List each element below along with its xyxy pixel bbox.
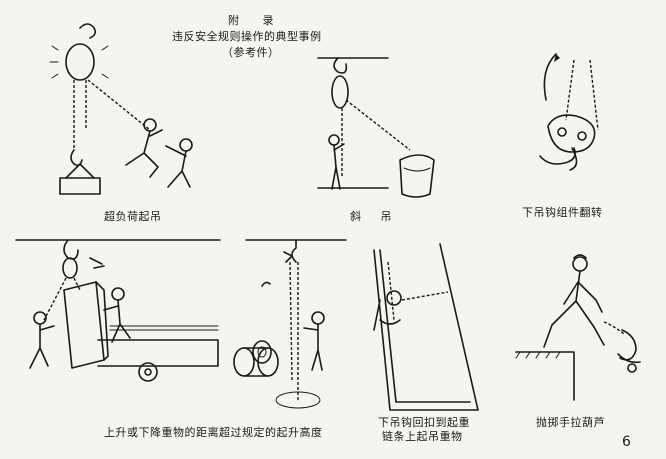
figure-over-height-chain-illustration: [233, 239, 347, 409]
caption-hook-back-line2: 链条上起吊重物: [382, 430, 463, 443]
figure-throwing-hoist-illustration: [515, 254, 641, 401]
figure-hook-flip-illustration: [539, 53, 599, 171]
figure-oblique-lift-illustration: [317, 57, 435, 198]
appendix-note: （参考件）: [222, 46, 280, 59]
caption-hook-back-line1: 下吊钩回扣到起重: [378, 416, 470, 429]
caption-hook-flip: 下吊钩组件翻转: [522, 206, 603, 219]
figure-hook-back-illustration: [373, 243, 479, 411]
caption-throwing-hoist: 抛掷手拉葫芦: [536, 416, 605, 429]
caption-overload: 超负荷起吊: [104, 210, 162, 223]
appendix-title: 附 录: [228, 14, 284, 27]
caption-oblique: 斜 吊: [350, 210, 400, 223]
page-number: 6: [622, 434, 632, 450]
caption-over-height: 上升或下降重物的距离超过规定的起升高度: [104, 426, 323, 439]
figure-over-height-illustration: [15, 239, 221, 382]
figure-overload-illustration: [49, 23, 193, 195]
appendix-subtitle: 违反安全规则操作的典型事例: [172, 30, 322, 43]
